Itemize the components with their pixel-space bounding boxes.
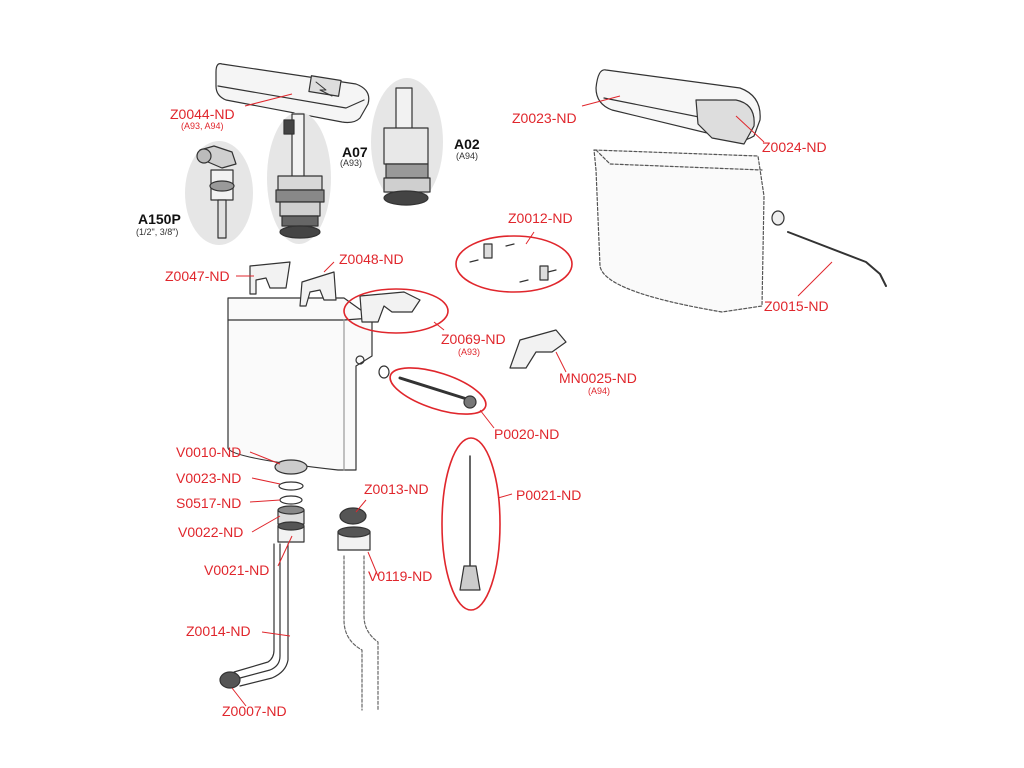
leader-z0012 bbox=[525, 231, 535, 245]
fill-valve-a150p bbox=[185, 141, 253, 245]
label-s0517: S0517-ND bbox=[176, 495, 242, 511]
callout-ellipse-p0021 bbox=[441, 437, 501, 611]
leader-p0020 bbox=[479, 409, 495, 429]
label-z0014: Z0014-ND bbox=[186, 623, 251, 639]
rod-p0021 bbox=[459, 455, 481, 591]
label-a07: A07 bbox=[342, 144, 368, 160]
leader-z0044 bbox=[244, 93, 293, 107]
nut-z0013 bbox=[339, 507, 367, 525]
push-button-cover-z0044 bbox=[215, 63, 370, 124]
bracket-z0047 bbox=[249, 261, 291, 295]
label-z0024: Z0024-ND bbox=[762, 139, 827, 155]
label-z0012: Z0012-ND bbox=[508, 210, 573, 226]
label-z0048: Z0048-ND bbox=[339, 251, 404, 267]
seal-v0010 bbox=[274, 459, 308, 475]
callout-ellipse-z0069 bbox=[343, 288, 449, 334]
label-z0069: Z0069-ND bbox=[441, 331, 506, 347]
label-p0021: P0021-ND bbox=[516, 487, 582, 503]
clip-set-z0012 bbox=[469, 243, 557, 283]
lever-mn0025 bbox=[509, 329, 567, 369]
label-z0044-sub: (A93, A94) bbox=[181, 121, 224, 131]
leader-z0023 bbox=[581, 95, 621, 107]
label-z0069-sub: (A93) bbox=[458, 347, 481, 357]
label-z0007: Z0007-ND bbox=[222, 703, 287, 719]
leader-p0021 bbox=[497, 493, 513, 499]
flush-valve-a07 bbox=[267, 112, 331, 244]
label-v0022: V0022-ND bbox=[178, 524, 244, 540]
leader-z0069 bbox=[433, 321, 445, 331]
sleeve-v0021 bbox=[277, 521, 305, 543]
leader-z0048 bbox=[323, 261, 335, 273]
button-z0024 bbox=[695, 99, 755, 145]
label-mn0025: MN0025-ND bbox=[559, 370, 637, 386]
flush-valve-a02 bbox=[371, 78, 443, 206]
label-a02: A02 bbox=[454, 136, 480, 152]
leader-v0023 bbox=[251, 477, 281, 485]
leader-v0021 bbox=[277, 535, 293, 567]
label-v0010: V0010-ND bbox=[176, 444, 242, 460]
label-mn0025-sub: (A94) bbox=[588, 386, 611, 396]
label-a02-sub: (A94) bbox=[456, 151, 479, 161]
label-z0013: Z0013-ND bbox=[364, 481, 429, 497]
leader-s0517 bbox=[249, 499, 281, 503]
label-a150p-sub: (1/2", 3/8") bbox=[136, 227, 179, 237]
rod-p0020 bbox=[398, 376, 477, 409]
label-v0119: V0119-ND bbox=[368, 568, 433, 584]
leader-z0014 bbox=[261, 631, 291, 637]
cap-z0015 bbox=[771, 210, 785, 226]
nut-v0022 bbox=[277, 505, 305, 525]
label-v0021: V0021-ND bbox=[204, 562, 270, 578]
leader-mn0025 bbox=[555, 351, 567, 373]
label-z0047: Z0047-ND bbox=[165, 268, 230, 284]
lever-z0069 bbox=[359, 291, 421, 323]
leader-z0015 bbox=[797, 261, 833, 297]
leader-z0024 bbox=[735, 115, 765, 143]
label-p0020: P0020-ND bbox=[494, 426, 560, 442]
cistern-right bbox=[593, 149, 765, 313]
ring-v0023 bbox=[278, 481, 304, 491]
label-z0015: Z0015-ND bbox=[764, 298, 829, 314]
label-z0044: Z0044-ND bbox=[170, 106, 235, 122]
bracket-z0048 bbox=[299, 271, 337, 307]
leader-z0013 bbox=[355, 499, 367, 513]
label-a07-sub: (A93) bbox=[340, 158, 363, 168]
cistern-left bbox=[227, 297, 390, 471]
pipe-dashed bbox=[343, 555, 379, 711]
label-v0023: V0023-ND bbox=[176, 470, 242, 486]
ring-s0517 bbox=[279, 495, 303, 505]
label-a150p: A150P bbox=[138, 211, 181, 227]
leader-z0007 bbox=[231, 687, 247, 707]
leader-v0022 bbox=[251, 515, 281, 533]
callout-ellipse-z0012 bbox=[455, 235, 573, 293]
sleeve-v0119 bbox=[337, 526, 371, 551]
lever-z0015 bbox=[787, 231, 887, 287]
seal-z0007 bbox=[219, 671, 241, 689]
label-z0023: Z0023-ND bbox=[512, 110, 577, 126]
callout-ellipse-p0020 bbox=[389, 367, 487, 415]
leader-v0119 bbox=[367, 551, 379, 577]
leader-v0010 bbox=[249, 451, 281, 465]
